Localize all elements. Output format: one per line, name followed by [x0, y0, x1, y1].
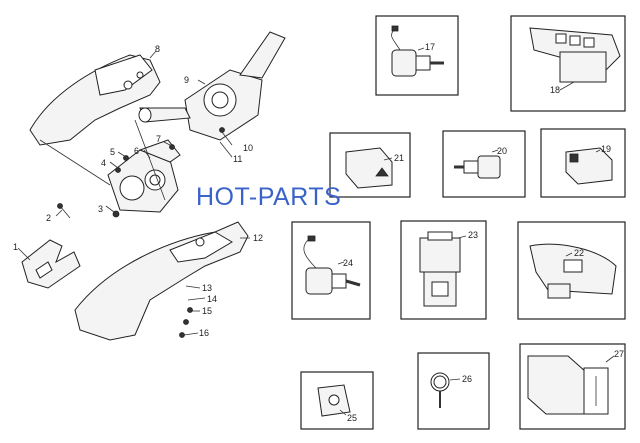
- callout-23: 23: [468, 230, 478, 240]
- callout-24: 24: [343, 258, 353, 268]
- callout-22: 22: [574, 248, 584, 258]
- box-22: [517, 221, 626, 320]
- box-26: [417, 352, 490, 430]
- box-18: [510, 15, 626, 112]
- box-23: [400, 220, 487, 320]
- box-19: [540, 128, 626, 198]
- callout-12: 12: [253, 233, 263, 243]
- callout-16: 16: [199, 328, 209, 338]
- callout-3: 3: [98, 204, 103, 214]
- lower-column-shroud: [74, 221, 249, 341]
- box-25: [300, 371, 374, 430]
- callout-6: 6: [134, 146, 139, 156]
- callout-8: 8: [155, 44, 160, 54]
- callout-4: 4: [101, 158, 106, 168]
- box-20: [442, 130, 526, 198]
- callout-15: 15: [202, 306, 212, 316]
- callout-25: 25: [347, 413, 357, 423]
- callout-11: 11: [233, 154, 242, 164]
- ignition-lock-assembly: [107, 139, 181, 213]
- callout-1: 1: [13, 242, 18, 252]
- box-21: [329, 132, 411, 198]
- callout-10: 10: [243, 143, 253, 153]
- callout-9: 9: [184, 75, 189, 85]
- callout-20: 20: [497, 146, 507, 156]
- callout-5: 5: [110, 147, 115, 157]
- box-27: [519, 343, 626, 430]
- callout-26: 26: [462, 374, 472, 384]
- callout-21: 21: [394, 153, 404, 163]
- watermark-text: HOT-PARTS: [196, 183, 342, 211]
- upper-column-shroud: [29, 54, 161, 146]
- box-17: [375, 15, 459, 96]
- callout-19: 19: [601, 144, 611, 154]
- combination-switch: [138, 31, 286, 141]
- callout-2: 2: [46, 213, 51, 223]
- right-leaders: [337, 47, 615, 416]
- callout-14: 14: [207, 294, 217, 304]
- callout-7: 7: [156, 134, 161, 144]
- bracket: [21, 239, 81, 289]
- leader-lines: [17, 119, 250, 336]
- box-24: [291, 221, 371, 320]
- callout-27: 27: [614, 349, 624, 359]
- callout-17: 17: [425, 42, 435, 52]
- callout-18: 18: [550, 85, 560, 95]
- callout-13: 13: [202, 283, 212, 293]
- callout-numbers: 1 2 3 4 5 6 7 8 9 10 11 12 13 14 15 16 1…: [13, 42, 624, 423]
